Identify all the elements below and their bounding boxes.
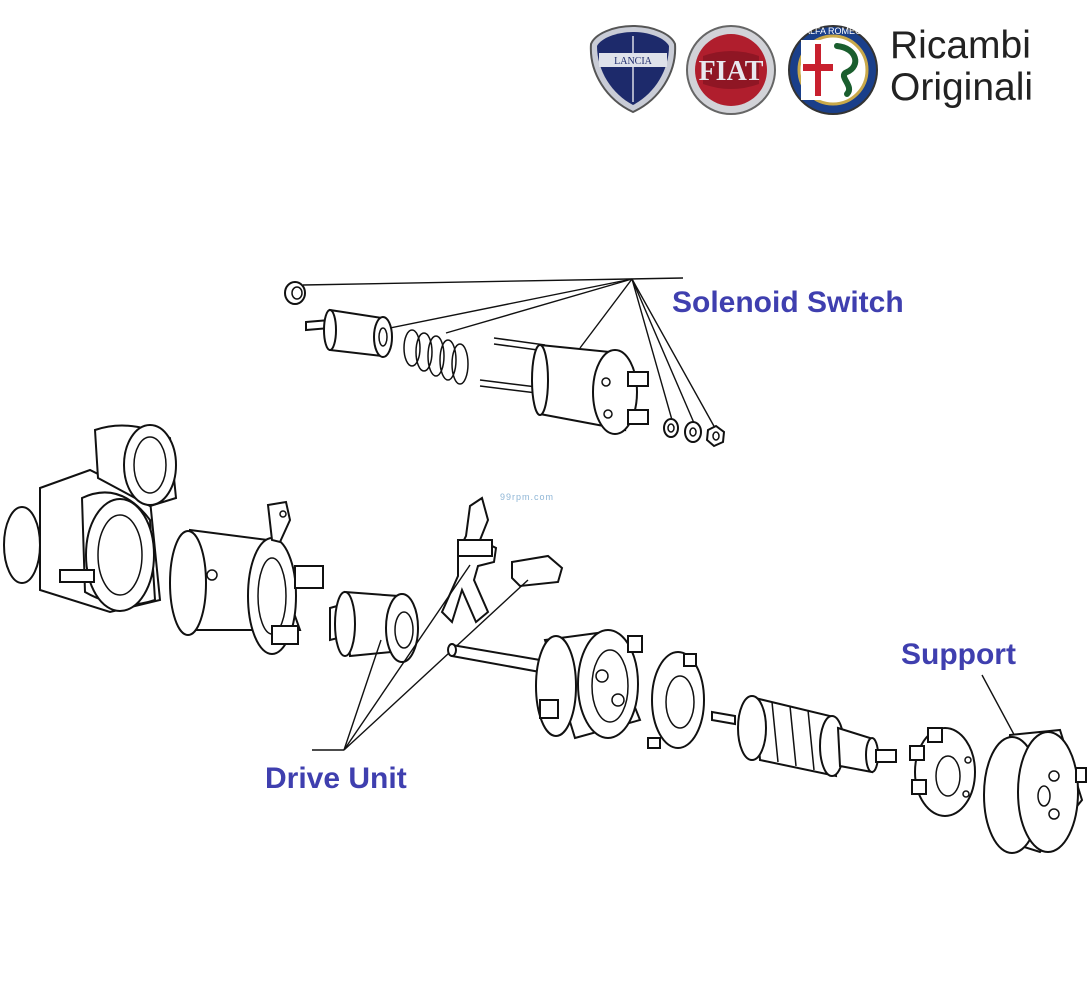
alfa-romeo-logo: ALFA ROMEO (788, 25, 878, 115)
lancia-logo-text: LANCIA (614, 56, 653, 67)
intermediate-plate (647, 651, 705, 749)
watermark: 99rpm.com (500, 492, 555, 502)
solenoid-body (479, 337, 649, 435)
rubber-seal (511, 554, 564, 588)
pinion-clutch (329, 590, 419, 663)
solenoid-plunger (305, 308, 393, 358)
drive-unit-label: Drive Unit (265, 762, 407, 795)
brand-title-line-1: Ricambi (890, 24, 1031, 67)
solenoid-switch-label: Solenoid Switch (672, 286, 904, 319)
fiat-logo-text: FIAT (699, 56, 764, 87)
brand-title-line-2: Originali (890, 66, 1034, 109)
brush-holder (909, 727, 976, 817)
planetary-gear-housing (535, 629, 643, 740)
drive-end-housing (3, 424, 178, 614)
armature (711, 695, 897, 778)
solenoid-return-spring (403, 329, 469, 385)
support-end-cover (981, 674, 1087, 854)
brand-logos: LANCIA FIAT ALFA ROMEO (589, 24, 878, 115)
drive-shaft (447, 643, 541, 674)
intermediate-housing (169, 500, 324, 655)
lancia-logo: LANCIA (589, 24, 677, 114)
solenoid-nut-cap (284, 281, 306, 305)
alfa-romeo-logo-text: ALFA ROMEO (804, 26, 862, 36)
fiat-logo: FIAT (686, 25, 776, 115)
drive-unit-leader-lines (312, 564, 529, 751)
shift-fork (440, 496, 498, 624)
solenoid-leader-lines (302, 277, 716, 429)
support-label: Support (901, 638, 1016, 671)
solenoid-washers (663, 418, 726, 448)
